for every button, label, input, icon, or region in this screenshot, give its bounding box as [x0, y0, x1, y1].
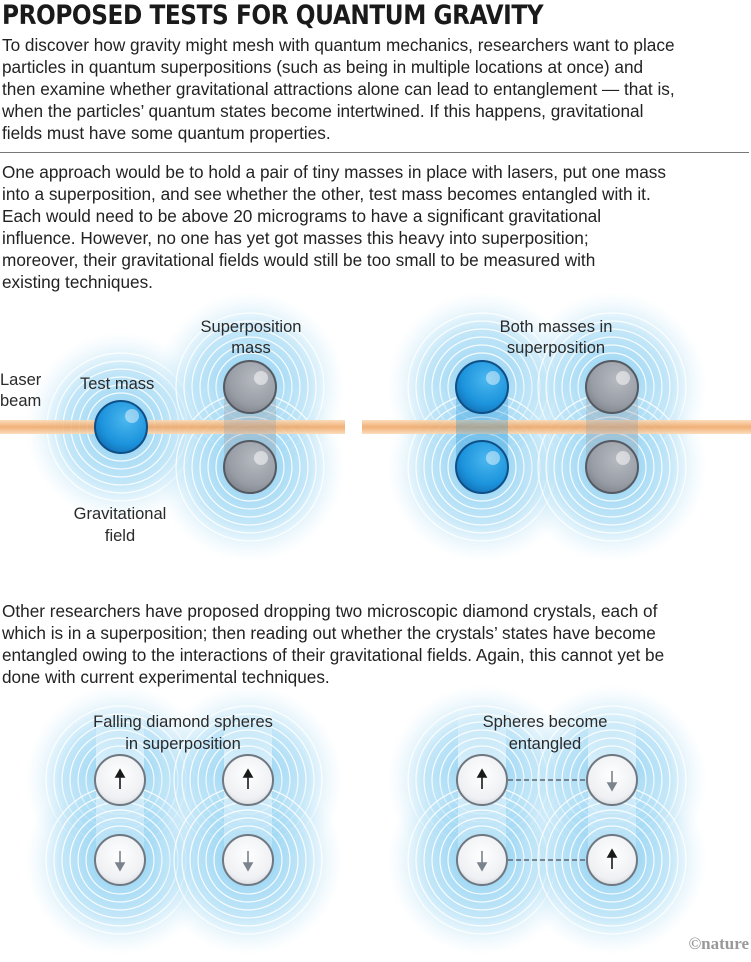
- superposition-mass-top: [223, 360, 277, 414]
- approach1-line: Each would need to be above 20 microgram…: [2, 206, 602, 226]
- diamond-sphere-spin-up: [586, 834, 638, 886]
- approach1-line: existing techniques.: [2, 272, 153, 292]
- entangled-spheres-label: Spheres become: [483, 713, 608, 731]
- diagram-falling-diamonds: Falling diamond spheres in superposition…: [24, 684, 708, 956]
- test-mass-sphere: [94, 400, 148, 454]
- diamond-sphere-spin-up: [222, 754, 274, 806]
- laser-beam-label: Laser: [0, 371, 42, 389]
- divider: [0, 152, 749, 153]
- intro-line: particles in quantum superpositions (suc…: [2, 57, 644, 77]
- diamond-sphere-spin-up: [94, 754, 146, 806]
- gravitational-field-label: Gravitational: [74, 505, 167, 523]
- both-masses-label: superposition: [507, 339, 605, 357]
- approach1-paragraph: One approach would be to hold a pair of …: [2, 161, 666, 293]
- approach2-line: entangled owing to the interactions of t…: [2, 645, 665, 665]
- diagram-laser-setup: Laser beam Test mass Superposition mass …: [0, 291, 751, 563]
- intro-line: To discover how gravity might mesh with …: [2, 35, 675, 55]
- gravitational-field-label: field: [105, 527, 135, 545]
- laser-beam-label: beam: [0, 392, 41, 410]
- laser-beam-right: [362, 420, 751, 434]
- blue-mass-top: [455, 360, 509, 414]
- approach2-line: done with current experimental technique…: [2, 667, 330, 687]
- approach1-line: into a superposition, and see whether th…: [2, 184, 651, 204]
- approach2-line: Other researchers have proposed dropping…: [2, 601, 658, 621]
- intro-line: fields must have some quantum properties…: [2, 123, 331, 143]
- laser-beam-left: [0, 420, 345, 434]
- spin-up-arrow-icon: [476, 768, 488, 789]
- nature-credit: ©nature: [688, 934, 749, 953]
- spin-down-arrow-icon: [242, 851, 254, 872]
- spin-up-arrow-icon: [606, 848, 618, 869]
- falling-spheres-label: in superposition: [125, 735, 241, 753]
- approach1-line: moreover, their gravitational fields wou…: [2, 250, 596, 270]
- both-masses-label: Both masses in: [500, 318, 613, 336]
- superposition-mass-label: Superposition: [201, 318, 302, 336]
- entangled-spheres-label: entangled: [509, 735, 582, 753]
- diamond-sphere-spin-up: [456, 754, 508, 806]
- diamond-sphere-spin-down: [586, 754, 638, 806]
- falling-spheres-label: Falling diamond spheres: [93, 713, 273, 731]
- spin-down-arrow-icon: [606, 771, 618, 792]
- approach2-paragraph: Other researchers have proposed dropping…: [2, 600, 664, 688]
- gray-mass-top: [585, 360, 639, 414]
- approach2-line: which is in a superposition; then readin…: [2, 623, 656, 643]
- blue-mass-bottom: [455, 440, 509, 494]
- spin-up-arrow-icon: [114, 768, 126, 789]
- intro-line: when the particles’ quantum states becom…: [2, 101, 644, 121]
- diamond-sphere-spin-down: [456, 834, 508, 886]
- approach1-line: One approach would be to hold a pair of …: [2, 162, 666, 182]
- test-mass-label: Test mass: [80, 375, 154, 393]
- page-title: PROPOSED TESTS FOR QUANTUM GRAVITY: [2, 0, 544, 31]
- diamond-sphere-spin-down: [94, 834, 146, 886]
- diamond-sphere-spin-down: [222, 834, 274, 886]
- spin-up-arrow-icon: [242, 768, 254, 789]
- intro-line: then examine whether gravitational attra…: [2, 79, 675, 99]
- spin-down-arrow-icon: [114, 851, 126, 872]
- superposition-mass-label: mass: [231, 339, 270, 357]
- intro-paragraph: To discover how gravity might mesh with …: [2, 34, 675, 144]
- spin-down-arrow-icon: [476, 851, 488, 872]
- approach1-line: influence. However, no one has yet got m…: [2, 228, 589, 248]
- superposition-mass-bottom: [223, 440, 277, 494]
- gray-mass-bottom: [585, 440, 639, 494]
